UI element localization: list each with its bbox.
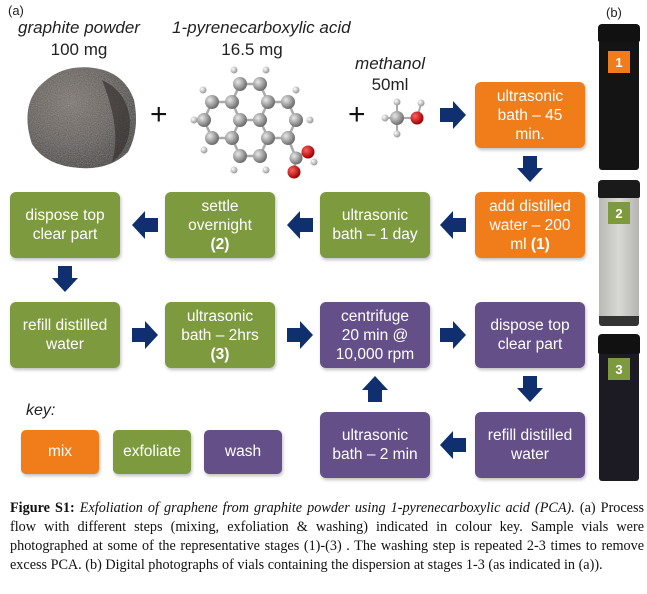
vial-sediment bbox=[599, 316, 639, 326]
key-wash: wash bbox=[204, 430, 282, 474]
arrow-left-icon bbox=[132, 211, 158, 239]
caption-body: (a) Process flow with different steps (m… bbox=[10, 500, 645, 573]
arrow-right-icon bbox=[287, 321, 313, 349]
stage-marker: (1) bbox=[530, 235, 550, 253]
methanol-amount: 50ml bbox=[371, 75, 409, 94]
arrow-right-icon bbox=[440, 101, 466, 129]
plus-sign: + bbox=[348, 98, 366, 131]
vial-cap bbox=[598, 24, 640, 42]
step-exfoliate-ultrasonic-day: ultrasonic bath – 1 day bbox=[320, 192, 430, 258]
vial-tag: 1 bbox=[608, 51, 630, 73]
key-mix: mix bbox=[21, 430, 99, 474]
arrow-left-icon bbox=[287, 211, 313, 239]
key-label: key: bbox=[26, 402, 56, 419]
pca-amount: 16.5 mg bbox=[221, 40, 283, 59]
arrow-down-icon bbox=[517, 376, 543, 402]
caption-title: Exfoliation of graphene from graphite po… bbox=[79, 500, 575, 516]
graphite-powder-icon bbox=[27, 67, 136, 169]
step-mix-add-water: add distilled water – 200 ml (1) bbox=[475, 192, 585, 258]
stage-marker: (2) bbox=[210, 235, 230, 253]
vial-cap bbox=[598, 334, 640, 354]
arrow-right-icon bbox=[440, 321, 466, 349]
vial-3: 3 bbox=[598, 334, 640, 482]
step-exfoliate-dispose: dispose top clear part bbox=[10, 192, 120, 258]
key-exfoliate: exfoliate bbox=[113, 430, 191, 474]
arrow-down-icon bbox=[517, 156, 543, 182]
plus-sign: + bbox=[150, 98, 168, 131]
arrow-left-icon bbox=[440, 431, 466, 459]
arrow-right-icon bbox=[132, 321, 158, 349]
vial-cap bbox=[598, 180, 640, 198]
vial-1: 1 bbox=[598, 24, 640, 172]
step-exfoliate-settle: settle overnight (2) bbox=[165, 192, 275, 258]
stage-marker: (3) bbox=[210, 345, 230, 363]
vial-2: 2 bbox=[598, 180, 640, 326]
vial-tag: 3 bbox=[608, 358, 630, 380]
step-exfoliate-ultrasonic-2hrs: ultrasonic bath – 2hrs (3) bbox=[165, 302, 275, 368]
step-exfoliate-refill: refill distilled water bbox=[10, 302, 120, 368]
graphite-name: graphite powder bbox=[18, 18, 140, 37]
caption-figure-label: Figure S1: bbox=[10, 500, 75, 516]
panel-a-label: (a) bbox=[8, 3, 24, 18]
step-wash-centrifuge: centrifuge 20 min @ 10,000 rpm bbox=[320, 302, 430, 368]
pca-molecule-icon bbox=[190, 66, 318, 179]
arrow-down-icon bbox=[52, 266, 78, 292]
pca-name: 1-pyrenecarboxylic acid bbox=[172, 18, 351, 37]
methanol-molecule-icon bbox=[381, 98, 425, 138]
graphite-amount: 100 mg bbox=[50, 40, 108, 59]
methanol-name: methanol bbox=[355, 54, 425, 73]
step-wash-refill: refill distilled water bbox=[475, 412, 585, 478]
vial-tag: 2 bbox=[608, 202, 630, 224]
arrow-left-icon bbox=[440, 211, 466, 239]
step-wash-dispose: dispose top clear part bbox=[475, 302, 585, 368]
arrow-up-icon bbox=[362, 376, 388, 402]
step-mix-ultrasonic: ultrasonic bath – 45 min. bbox=[475, 82, 585, 148]
panel-b-label: (b) bbox=[606, 5, 622, 20]
figure-caption: Figure S1: Exfoliation of graphene from … bbox=[10, 499, 644, 575]
step-wash-ultrasonic-2min: ultrasonic bath – 2 min bbox=[320, 412, 430, 478]
